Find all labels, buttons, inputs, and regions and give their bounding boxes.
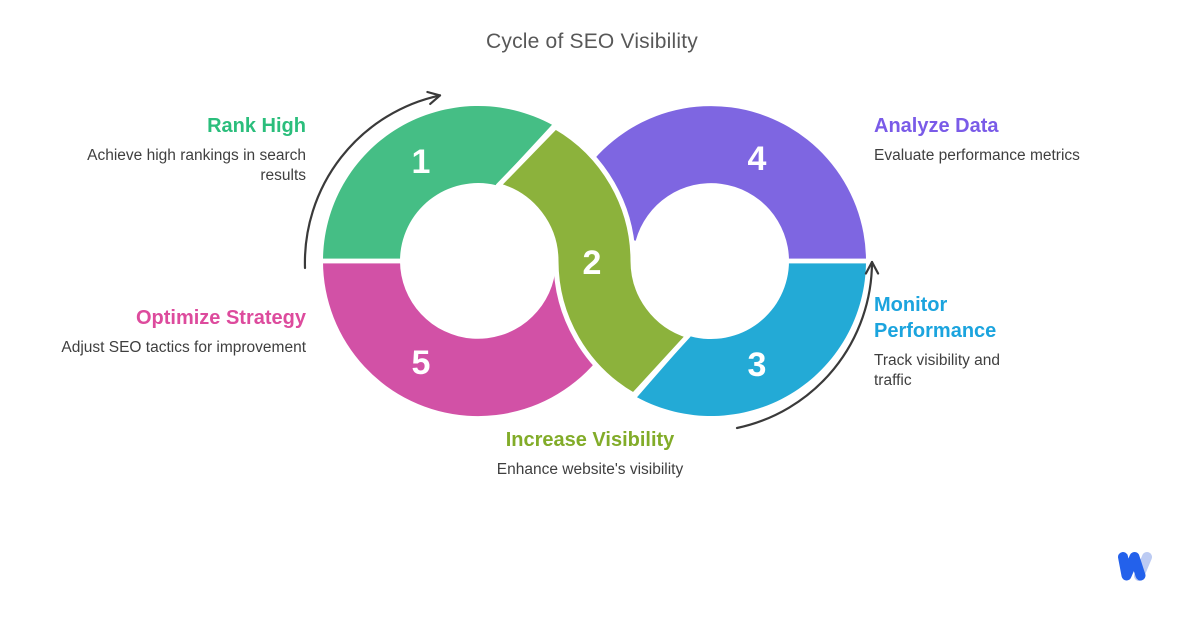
- step-3-label: Monitor Performance: [874, 294, 997, 342]
- arrow-bottom-right-head-icon: [864, 260, 880, 275]
- step-4-description: Evaluate performance metrics: [874, 147, 1080, 164]
- flow-arrows: [303, 90, 880, 430]
- step-5-description: Adjust SEO tactics for improvement: [61, 339, 306, 356]
- arrow-top-left-head-icon: [426, 90, 442, 105]
- brand-logo: [1118, 552, 1152, 581]
- separator-left: [320, 258, 402, 264]
- segment-increase-visibility: [495, 124, 691, 398]
- step-3-description: Track visibility and traffic: [874, 352, 1001, 389]
- label-block-analyze-data: Analyze Data Evaluate performance metric…: [874, 113, 1084, 166]
- logo-w-icon: [1118, 552, 1146, 581]
- segment-number-4: 4: [748, 140, 767, 178]
- step-2-label: Increase Visibility: [505, 429, 675, 451]
- label-block-increase-visibility: Increase Visibility Enhance website's vi…: [416, 427, 764, 480]
- step-2-description: Enhance website's visibility: [496, 461, 684, 478]
- segment-rank-high: [323, 105, 552, 261]
- step-1-description: Achieve high rankings in search results: [87, 147, 306, 184]
- segment-number-1: 1: [412, 143, 431, 181]
- segment-monitor-performance: [637, 261, 866, 417]
- label-block-rank-high: Rank High Achieve high rankings in searc…: [56, 113, 306, 185]
- segment-analyze-data: [561, 106, 866, 261]
- arrow-top-left-icon: [303, 94, 442, 270]
- page-title: Cycle of SEO Visibility: [486, 30, 698, 53]
- label-block-monitor-performance: Monitor Performance Track visibility and…: [874, 292, 1039, 390]
- segment-number-5: 5: [412, 344, 431, 382]
- segment-number-3: 3: [748, 346, 767, 384]
- step-1-label: Rank High: [207, 115, 306, 137]
- arrow-bottom-right-icon: [735, 260, 874, 430]
- step-5-label: Optimize Strategy: [135, 307, 306, 329]
- label-block-optimize-strategy: Optimize Strategy Adjust SEO tactics for…: [56, 305, 306, 358]
- step-4-label: Analyze Data: [874, 115, 999, 137]
- separator-right: [786, 258, 868, 264]
- segment-optimize-strategy: [322, 261, 632, 417]
- segment-number-2: 2: [583, 244, 602, 282]
